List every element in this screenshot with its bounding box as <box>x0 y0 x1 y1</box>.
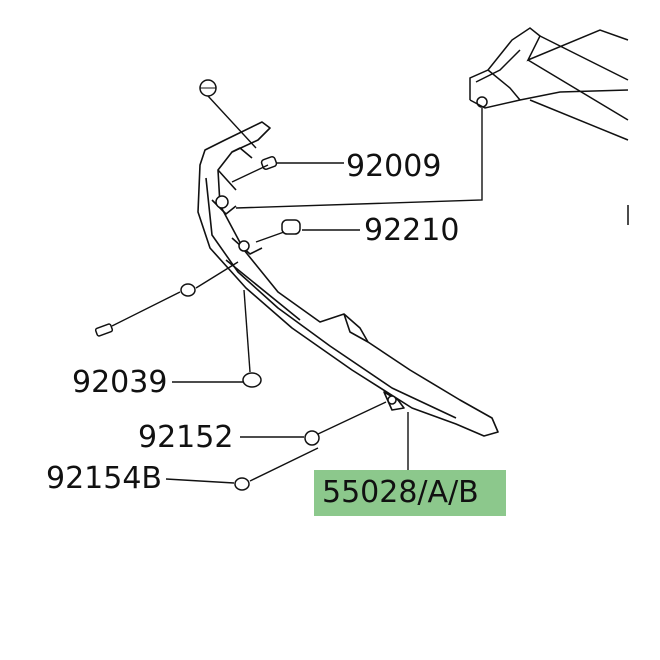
part-label-92039: 92039 <box>72 365 168 400</box>
fasteners <box>94 79 397 491</box>
bolt-92154B <box>234 477 250 491</box>
part-label-92152: 92152 <box>138 420 234 455</box>
collar-92210 <box>281 219 301 235</box>
frame-bracket <box>469 27 629 225</box>
highlight-box-55028 <box>314 470 506 516</box>
part-label-92154B: 92154B <box>46 461 163 496</box>
washer-left <box>180 283 196 297</box>
part-label-92210: 92210 <box>364 213 460 248</box>
bolt-left <box>94 323 114 337</box>
part-label-92009: 92009 <box>346 149 442 184</box>
part-label-55028-highlighted: 55028/A/B <box>322 475 479 510</box>
leader-lines <box>111 95 483 484</box>
washer-92152 <box>304 430 320 446</box>
nut-92039 <box>242 372 262 388</box>
